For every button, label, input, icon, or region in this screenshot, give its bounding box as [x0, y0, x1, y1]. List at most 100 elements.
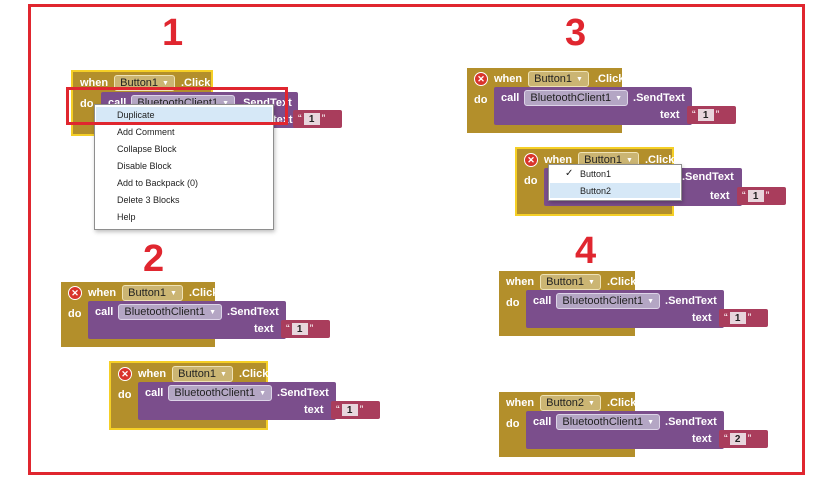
- dropdown-value: Button1: [534, 73, 573, 85]
- menu-item-add-to-backpack[interactable]: Add to Backpack (0): [117, 178, 199, 188]
- close-quote: ”: [359, 404, 364, 416]
- error-icon[interactable]: ✕: [474, 72, 488, 86]
- error-icon[interactable]: ✕: [524, 153, 538, 167]
- do-label: do: [474, 94, 488, 106]
- do-label: do: [80, 98, 94, 110]
- sendtext-label: .SendText: [665, 416, 717, 428]
- component-dropdown[interactable]: Button1▼: [172, 366, 233, 382]
- do-label: do: [118, 389, 132, 401]
- chevron-down-icon: ▼: [576, 75, 583, 83]
- bluetooth-dropdown[interactable]: BluetoothClient1▼: [524, 90, 629, 106]
- text-label: text: [692, 433, 712, 445]
- text-string-block[interactable]: “2”: [719, 430, 768, 448]
- call-label: call: [501, 92, 520, 104]
- call-label: call: [533, 416, 552, 428]
- chevron-down-icon: ▼: [209, 308, 217, 316]
- text-string-block[interactable]: “1”: [281, 320, 330, 338]
- sendtext-label: .SendText: [665, 295, 717, 307]
- click-label: .Click: [180, 77, 211, 89]
- event-header: ✕ when Button1▼ .Click: [61, 282, 218, 304]
- text-string-block[interactable]: “1”: [331, 401, 380, 419]
- dropdown-option-button1[interactable]: Button1: [580, 169, 612, 179]
- event-header: when Button1▼ .Click: [499, 271, 636, 293]
- close-quote: ”: [715, 109, 720, 121]
- text-label: text: [254, 323, 274, 335]
- text-string-block[interactable]: “1”: [293, 110, 342, 128]
- close-quote: ”: [765, 190, 770, 202]
- method-header: call BluetoothClient1▼ .SendText: [533, 414, 717, 430]
- text-label: text: [692, 312, 712, 324]
- dropdown-value: Button1: [584, 154, 623, 166]
- method-header: .SendText: [682, 171, 734, 183]
- string-value[interactable]: 1: [697, 109, 714, 121]
- event-header: ✕ when Button1▼ .Click: [111, 363, 268, 385]
- click-label: .Click: [188, 287, 219, 299]
- text-string-block[interactable]: “1”: [737, 187, 786, 205]
- sendtext-label: .SendText: [277, 387, 329, 399]
- outer-frame: [28, 4, 805, 475]
- string-value[interactable]: 2: [729, 433, 746, 445]
- string-value[interactable]: 1: [729, 312, 746, 324]
- chevron-down-icon: ▼: [588, 399, 595, 407]
- chevron-down-icon: ▼: [162, 79, 169, 87]
- text-label: text: [710, 190, 730, 202]
- event-header: ✕ when Button1▼ .Click: [467, 68, 624, 90]
- text-string-block[interactable]: “1”: [687, 106, 736, 124]
- duplicate-highlight-box: [66, 87, 288, 125]
- string-value[interactable]: 1: [303, 113, 320, 125]
- menu-item-disable-block[interactable]: Disable Block: [117, 161, 172, 171]
- menu-item-delete-blocks[interactable]: Delete 3 Blocks: [117, 195, 180, 205]
- when-label: when: [80, 77, 109, 89]
- open-quote: “: [724, 312, 728, 324]
- component-dropdown[interactable]: Button1▼: [540, 274, 601, 290]
- close-quote: ”: [747, 312, 752, 324]
- chevron-down-icon: ▼: [259, 389, 267, 397]
- dropdown-value: Button1: [546, 276, 585, 288]
- close-quote: ”: [747, 433, 752, 445]
- chevron-down-icon: ▼: [647, 418, 655, 426]
- sendtext-method-block[interactable]: call BluetoothClient1▼ .SendText text: [88, 301, 286, 339]
- text-string-block[interactable]: “1”: [719, 309, 768, 327]
- chevron-down-icon: ▼: [647, 297, 655, 305]
- menu-item-duplicate[interactable]: Duplicate: [117, 110, 155, 120]
- string-value[interactable]: 1: [291, 323, 308, 335]
- bluetooth-dropdown[interactable]: BluetoothClient1▼: [118, 304, 223, 320]
- component-dropdown[interactable]: Button1▼: [122, 285, 183, 301]
- dropdown-value: Button1: [120, 77, 159, 89]
- menu-item-help[interactable]: Help: [117, 212, 136, 222]
- error-icon[interactable]: ✕: [68, 286, 82, 300]
- do-label: do: [68, 308, 82, 320]
- close-quote: ”: [321, 113, 326, 125]
- bluetooth-dropdown[interactable]: BluetoothClient1▼: [556, 414, 661, 430]
- click-label: .Click: [606, 397, 637, 409]
- sendtext-method-block[interactable]: call BluetoothClient1▼ .SendText text: [526, 411, 724, 449]
- click-label: .Click: [238, 368, 269, 380]
- open-quote: “: [692, 109, 696, 121]
- check-icon: ✓: [565, 168, 574, 179]
- component-dropdown[interactable]: Button1▼: [528, 71, 589, 87]
- step-number-4: 4: [575, 230, 597, 272]
- bluetooth-dropdown[interactable]: BluetoothClient1▼: [556, 293, 661, 309]
- error-icon[interactable]: ✕: [118, 367, 132, 381]
- sendtext-method-block[interactable]: call BluetoothClient1▼ .SendText text: [138, 382, 336, 420]
- bluetooth-dropdown[interactable]: BluetoothClient1▼: [168, 385, 273, 401]
- dropdown-option-button2[interactable]: Button2: [580, 186, 612, 196]
- string-value[interactable]: 1: [341, 404, 358, 416]
- dropdown-value: BluetoothClient1: [530, 92, 612, 104]
- sendtext-method-block[interactable]: call BluetoothClient1▼ .SendText text: [494, 87, 692, 125]
- component-dropdown[interactable]: Button2▼: [540, 395, 601, 411]
- sendtext-method-block[interactable]: call BluetoothClient1▼ .SendText text: [526, 290, 724, 328]
- method-header: call BluetoothClient1▼ .SendText: [145, 385, 329, 401]
- dropdown-value: BluetoothClient1: [174, 387, 256, 399]
- string-value[interactable]: 1: [747, 190, 764, 202]
- text-label: text: [660, 109, 680, 121]
- event-header: when Button2▼ .Click: [499, 392, 636, 414]
- close-quote: ”: [309, 323, 314, 335]
- call-label: call: [145, 387, 164, 399]
- method-header: call BluetoothClient1▼ .SendText: [533, 293, 717, 309]
- menu-item-collapse-block[interactable]: Collapse Block: [117, 144, 177, 154]
- when-label: when: [138, 368, 167, 380]
- dropdown-value: BluetoothClient1: [562, 416, 644, 428]
- menu-item-add-comment[interactable]: Add Comment: [117, 127, 175, 137]
- do-label: do: [506, 297, 520, 309]
